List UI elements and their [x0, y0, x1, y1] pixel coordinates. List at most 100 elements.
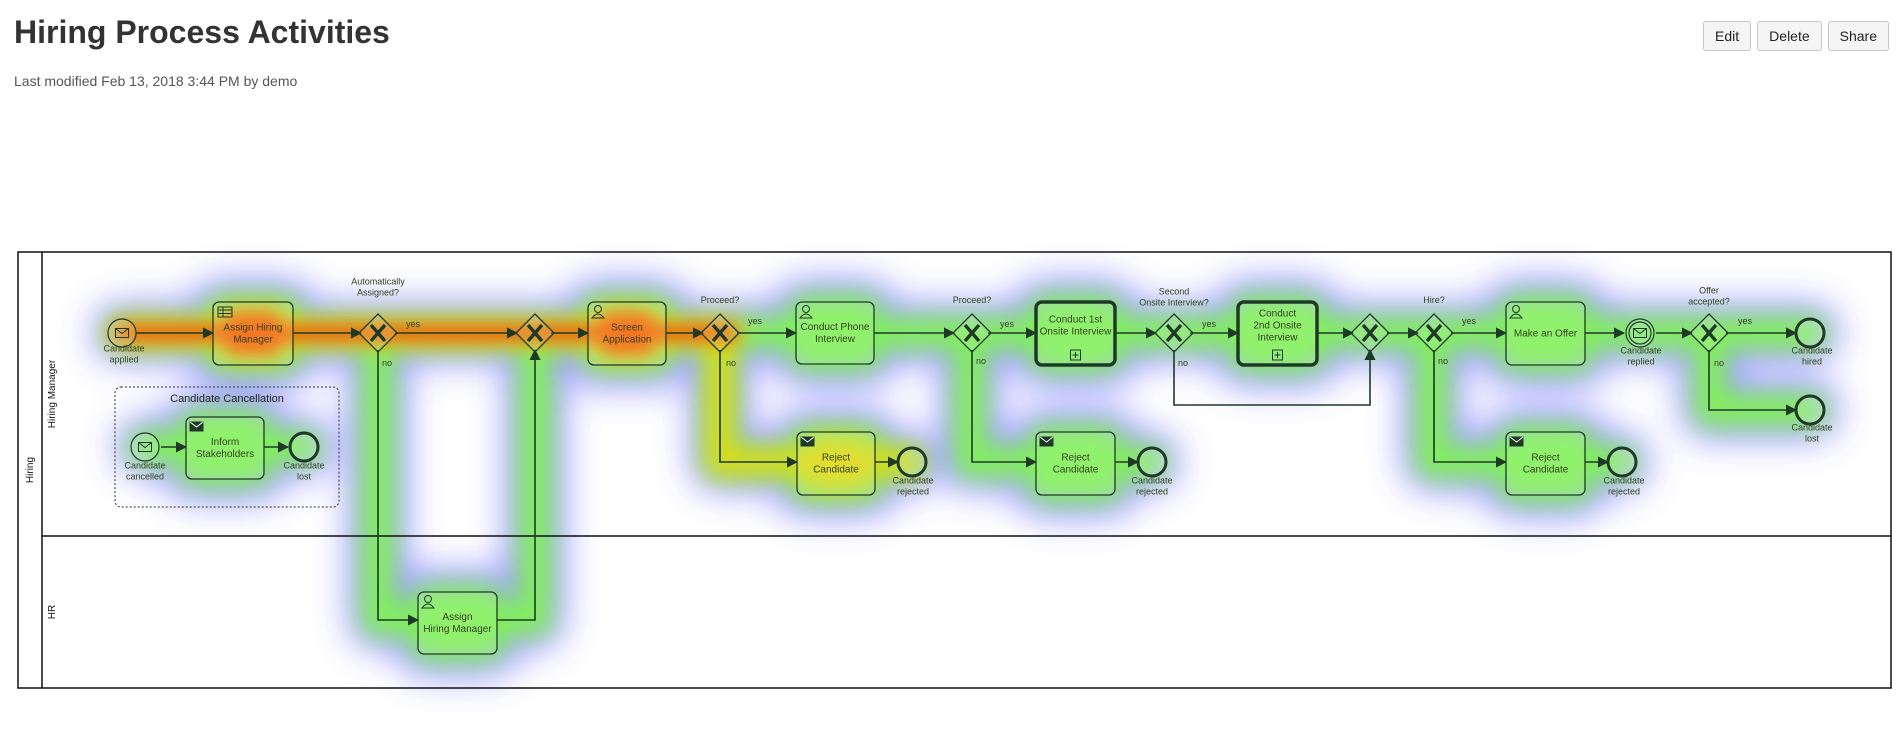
- sequence-flow: [1433, 350, 1508, 468]
- user-icon: [1508, 305, 1524, 319]
- flow-label-yes: yes: [1000, 319, 1015, 329]
- sequence-flow: [719, 350, 799, 468]
- sequence-flow: [971, 350, 1038, 468]
- message-icon: [138, 442, 152, 452]
- user-icon: [420, 595, 436, 609]
- lane-label-hr: HR: [47, 605, 58, 619]
- user-icon: [798, 305, 814, 319]
- sequence-flow: [497, 348, 541, 621]
- message-icon: [1633, 328, 1647, 338]
- gateway-proceed-1-label: Proceed?: [701, 295, 740, 305]
- message-icon: [115, 328, 129, 338]
- expand-subprocess-icon: [1272, 349, 1283, 361]
- gateway-proceed-2[interactable]: Proceed?: [952, 295, 992, 353]
- mail-icon: [1039, 436, 1054, 447]
- mail-icon: [1509, 436, 1524, 447]
- task-make-an-offer[interactable]: Make an Offer: [1505, 301, 1586, 366]
- subprocess-candidate-cancellation[interactable]: [114, 386, 340, 508]
- task-make-an-offer-label: Make an Offer: [1514, 329, 1578, 340]
- exclusive-x-icon: [1700, 323, 1718, 343]
- flow-label-yes: yes: [1738, 316, 1753, 326]
- user-icon: [590, 305, 606, 319]
- flow-label-yes: yes: [1462, 316, 1477, 326]
- delete-button[interactable]: Delete: [1757, 21, 1822, 51]
- exclusive-x-icon: [1425, 323, 1443, 343]
- gateway-merge-onsite[interactable]: [1350, 313, 1390, 353]
- flow-label-no: no: [726, 358, 736, 368]
- mail-icon: [189, 421, 204, 432]
- gateway-merge-assignment[interactable]: [515, 313, 555, 353]
- gateway-proceed-2-label: Proceed?: [953, 295, 992, 305]
- sequence-flow: [1173, 348, 1376, 406]
- exclusive-x-icon: [1165, 323, 1183, 343]
- expand-subprocess-icon: [1070, 349, 1081, 361]
- sequence-flow: [1708, 350, 1798, 416]
- lane-label-hiring-manager: Hiring Manager: [47, 359, 58, 428]
- flow-label-yes: yes: [748, 316, 763, 326]
- gateway-hire-label: Hire?: [1423, 295, 1445, 305]
- sequence-flow: [377, 350, 420, 626]
- exclusive-x-icon: [711, 323, 729, 343]
- page-title: Hiring Process Activities: [14, 14, 390, 50]
- pool-and-lanes: Hiring Hiring Manager HR Candidate Cance…: [17, 251, 1892, 689]
- last-modified-info: Last modified Feb 13, 2018 3:44 PM by de…: [14, 73, 298, 89]
- exclusive-x-icon: [963, 323, 981, 343]
- flow-label-yes: yes: [1202, 319, 1217, 329]
- share-button[interactable]: Share: [1827, 21, 1889, 51]
- mail-icon: [800, 436, 815, 447]
- flow-label-yes: yes: [406, 319, 421, 329]
- gateway-hire[interactable]: Hire?: [1414, 295, 1454, 353]
- gateway-proceed-1[interactable]: Proceed?: [700, 295, 740, 353]
- table-icon: [217, 306, 233, 318]
- edit-button[interactable]: Edit: [1703, 21, 1752, 51]
- exclusive-x-icon: [526, 323, 544, 343]
- exclusive-x-icon: [369, 323, 387, 343]
- subprocess-label: Candidate Cancellation: [170, 393, 284, 405]
